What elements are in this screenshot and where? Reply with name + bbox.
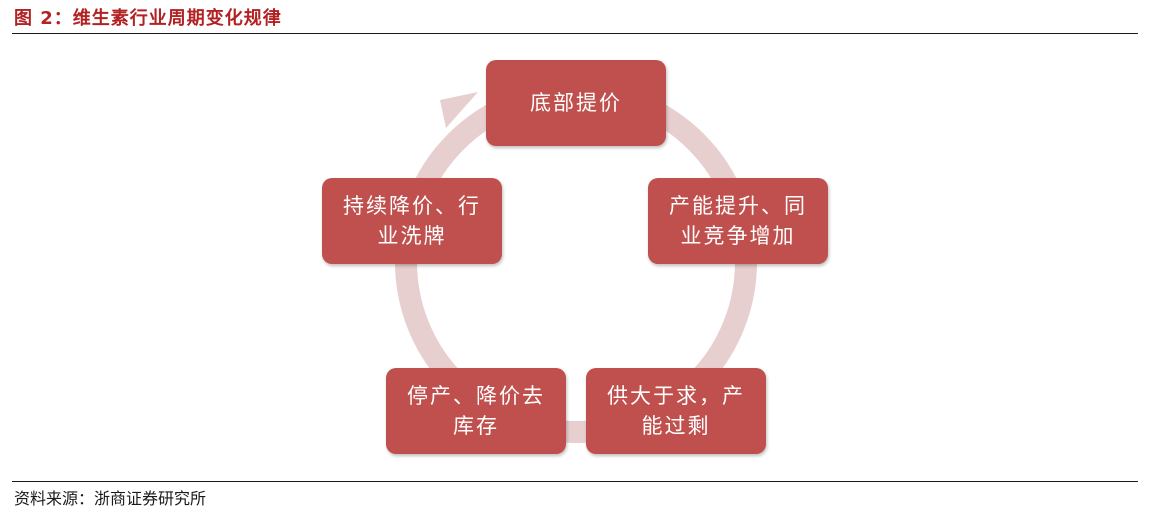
node-text-line-2: 能过剩 [641,414,711,438]
cycle-node-bottom-price-up: 底部提价 [486,60,666,146]
node-text-line-1: 持续降价、行 [343,194,481,218]
node-text-line-2: 业洗牌 [377,224,447,248]
cycle-node-oversupply: 供大于求，产 能过剩 [586,368,766,454]
source-rule [12,481,1138,482]
figure-title: 图 2：维生素行业周期变化规律 [14,8,282,29]
node-text-line-2: 库存 [453,414,499,438]
cycle-node-reshuffle: 持续降价、行 业洗牌 [322,178,502,264]
node-text: 底部提价 [530,91,622,115]
cycle-arrow-head [440,92,478,128]
node-text-line-2: 业竞争增加 [680,224,796,248]
title-rule [12,33,1138,34]
source-note: 资料来源：浙商证券研究所 [14,489,207,508]
node-text-line-1: 停产、降价去 [407,384,545,408]
cycle-node-destock: 停产、降价去 库存 [386,368,566,454]
node-text-line-1: 供大于求，产 [607,384,745,408]
cycle-node-capacity-up: 产能提升、同 业竞争增加 [648,178,828,264]
node-text-line-1: 产能提升、同 [669,194,807,218]
